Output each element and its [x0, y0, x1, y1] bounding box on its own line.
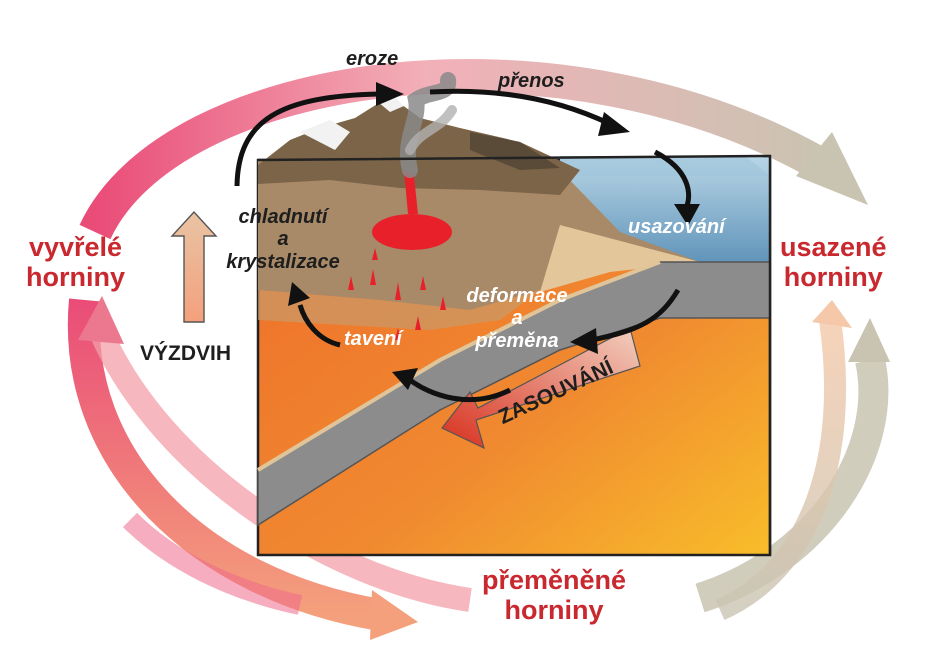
subduction-flow-arrow	[591, 288, 681, 343]
uplift-arrow	[170, 210, 218, 323]
sedimentary-label-line1: usazené	[780, 232, 887, 262]
deformation-line1: deformace	[466, 285, 568, 307]
sedimentary-rocks-label: usazené horniny	[780, 232, 887, 292]
cycle-arrow-left	[67, 298, 418, 640]
cooling-line3: krystalizace	[226, 250, 340, 273]
igneous-rocks-label: vyvřelé horniny	[26, 232, 125, 292]
igneous-label-line2: horniny	[26, 262, 125, 293]
cycle-arrow-right	[695, 300, 890, 621]
metamorphic-rocks-label: přeměněné horniny	[482, 565, 626, 625]
deformation-label: deformace a přeměna	[452, 285, 582, 352]
sedimentary-label-line2: horniny	[783, 262, 883, 293]
earth-block	[256, 72, 772, 557]
metamorphic-label-line1: přeměněné	[482, 565, 627, 595]
cooling-crystallization-label: chladnutí a krystalizace	[218, 206, 348, 273]
erosion-label: eroze	[346, 48, 399, 70]
melting-label: tavení	[344, 328, 402, 350]
uplift-label: VÝZDVIH	[140, 342, 232, 365]
deposition-label: usazování	[628, 216, 725, 238]
process-arrows	[234, 82, 700, 403]
cooling-line2: a	[277, 228, 289, 251]
metamorphic-label-line2: horniny	[504, 595, 604, 626]
cycle-arrow-top	[79, 59, 868, 240]
cycle-arrow-left-inner	[78, 296, 472, 612]
transport-label: přenos	[498, 70, 565, 92]
melting-arrow	[297, 304, 341, 348]
transport-arrow	[429, 88, 612, 127]
igneous-label-line1: vyvřelé	[28, 232, 123, 262]
subduction-arrow	[441, 327, 641, 450]
deformation-line2: a	[511, 307, 523, 330]
cooling-line1: chladnutí	[238, 206, 328, 228]
deformation-line3: přeměna	[475, 329, 559, 352]
erosion-arrow	[234, 91, 381, 187]
deep-flow-arrow	[408, 377, 512, 403]
